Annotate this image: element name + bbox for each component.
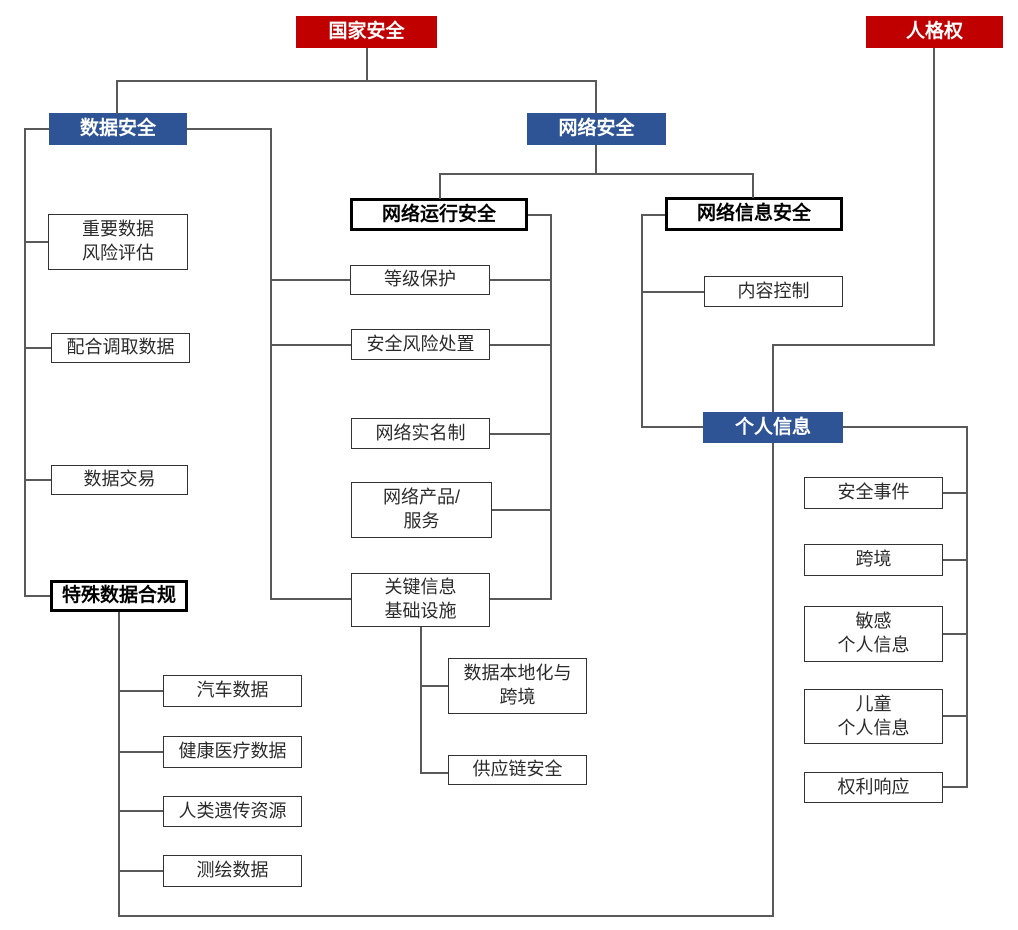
connector xyxy=(490,433,551,435)
node-content-control: 内容控制 xyxy=(704,276,843,307)
node-data-localization-cross-border: 数据本地化与 跨境 xyxy=(448,658,587,714)
connector xyxy=(270,344,351,346)
node-security-incident: 安全事件 xyxy=(804,477,943,509)
connector xyxy=(943,786,967,788)
connector xyxy=(490,344,551,346)
connector xyxy=(366,48,368,81)
connector xyxy=(24,347,51,349)
connector xyxy=(270,598,351,600)
connector xyxy=(118,751,163,753)
node-network-products-services: 网络产品/ 服务 xyxy=(351,482,492,538)
node-data-transaction: 数据交易 xyxy=(51,465,188,495)
node-health-medical-data: 健康医疗数据 xyxy=(163,736,302,768)
connector xyxy=(118,810,163,812)
connector xyxy=(270,279,350,281)
connector xyxy=(550,214,552,600)
node-critical-information-infrastructure: 关键信息 基础设施 xyxy=(351,573,490,627)
node-cross-border: 跨境 xyxy=(804,544,943,576)
connector xyxy=(528,214,552,216)
node-supply-chain-security: 供应链安全 xyxy=(448,755,587,785)
connector xyxy=(966,426,968,788)
node-automobile-data: 汽车数据 xyxy=(163,675,302,707)
connector xyxy=(943,715,967,717)
node-sensitive-personal-information: 敏感 个人信息 xyxy=(804,606,943,662)
node-personal-information: 个人信息 xyxy=(703,412,843,443)
connector xyxy=(843,426,967,428)
connector xyxy=(641,214,643,428)
connector xyxy=(943,559,967,561)
node-data-retrieval-cooperation: 配合调取数据 xyxy=(51,333,190,363)
node-classified-protection: 等级保护 xyxy=(350,265,490,295)
connector xyxy=(420,627,422,774)
connector xyxy=(933,48,935,346)
connector xyxy=(439,173,754,175)
node-network-security: 网络安全 xyxy=(527,113,666,145)
connector xyxy=(492,509,551,511)
connector xyxy=(943,633,967,635)
connector xyxy=(116,80,118,114)
connector xyxy=(752,173,754,198)
node-network-real-name: 网络实名制 xyxy=(351,418,490,449)
connector xyxy=(490,279,551,281)
node-personality-rights: 人格权 xyxy=(866,16,1003,48)
connector xyxy=(118,915,774,917)
connector xyxy=(118,870,163,872)
node-important-data-risk-assessment: 重要数据 风险评估 xyxy=(48,214,188,270)
connector xyxy=(772,344,774,412)
node-surveying-mapping-data: 测绘数据 xyxy=(163,855,302,887)
connector xyxy=(641,426,703,428)
connector xyxy=(772,443,774,917)
connector xyxy=(420,685,448,687)
connector xyxy=(118,612,120,917)
connector xyxy=(24,595,50,597)
connector xyxy=(270,128,272,600)
connector xyxy=(24,128,49,130)
connector xyxy=(641,214,665,216)
node-special-data-compliance: 特殊数据合规 xyxy=(50,580,188,612)
connector xyxy=(595,145,597,174)
node-national-security: 国家安全 xyxy=(296,16,437,48)
connector xyxy=(420,772,448,774)
connector xyxy=(24,479,51,481)
node-children-personal-information: 儿童 个人信息 xyxy=(804,689,943,744)
connector xyxy=(943,492,967,494)
node-rights-response: 权利响应 xyxy=(804,772,943,803)
node-security-risk-disposal: 安全风险处置 xyxy=(351,329,490,360)
node-network-operation-security: 网络运行安全 xyxy=(350,198,528,231)
connector xyxy=(772,344,935,346)
connector xyxy=(490,598,551,600)
connector xyxy=(116,80,597,82)
connector xyxy=(118,690,163,692)
node-data-security: 数据安全 xyxy=(49,113,187,145)
connector xyxy=(187,128,272,130)
node-human-genetic-resources: 人类遗传资源 xyxy=(163,796,302,827)
connector xyxy=(641,291,704,293)
connector xyxy=(595,80,597,114)
connector xyxy=(439,173,441,199)
node-network-information-security: 网络信息安全 xyxy=(665,197,843,231)
connector xyxy=(24,128,26,597)
connector xyxy=(24,241,48,243)
